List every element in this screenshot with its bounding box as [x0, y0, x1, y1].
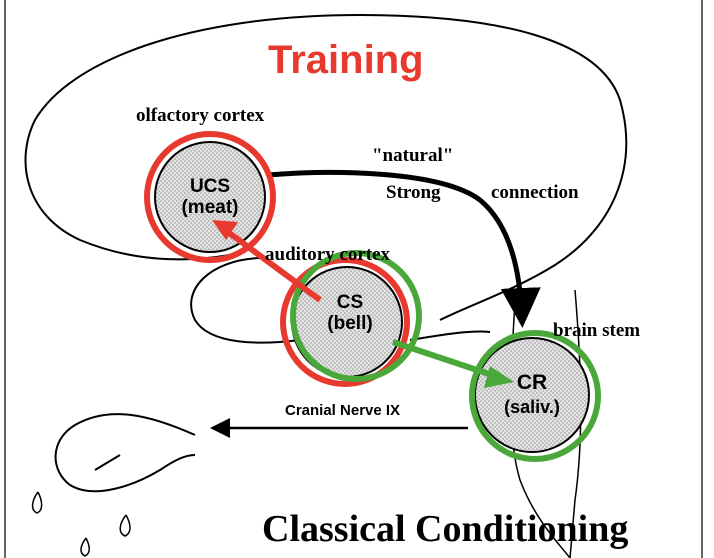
cr-label-line1: CR: [516, 371, 548, 394]
saliva-drop-1: [31, 491, 43, 514]
olfactory-cortex-label: olfactory cortex: [136, 105, 265, 126]
temporal-lobe-outline: [190, 257, 301, 344]
footer-title: Classical Conditioning: [262, 508, 629, 550]
ucs-node-label: UCS (meat): [160, 176, 260, 218]
ucs-label-line2: (meat): [181, 197, 239, 218]
cs-label-line1: CS: [336, 292, 364, 313]
saliva-drop-3: [80, 537, 90, 557]
cs-green-ring: [290, 250, 422, 382]
cr-green-ring: [469, 330, 601, 462]
tongue-line: [94, 454, 121, 471]
cs-node-label: CS (bell): [300, 292, 400, 334]
cr-label-line2: (saliv.): [504, 397, 560, 417]
temporal-lobe-inner: [409, 330, 491, 341]
brain-stem-label: brain stem: [553, 320, 641, 341]
tongue-outline: [54, 413, 196, 493]
cs-to-cr-arrowhead: [484, 366, 514, 388]
saliva-drop-2: [119, 514, 131, 537]
natural-label: "natural": [372, 145, 454, 166]
ucs-node-circle: [154, 141, 266, 253]
cranial-nerve-label: Cranial Nerve IX: [285, 402, 401, 419]
auditory-cortex-label: auditory cortex: [265, 244, 391, 265]
cs-to-ucs-arrowhead: [212, 220, 238, 240]
strong-connection-arrow: [267, 170, 541, 328]
cs-to-cr-arrow-shaft: [392, 339, 496, 379]
ucs-label-line1: UCS: [189, 176, 231, 197]
diagram-title: Training: [268, 38, 424, 82]
connection-label: connection: [491, 182, 579, 203]
cs-label-line2: (bell): [327, 313, 373, 334]
strong-label: Strong: [386, 182, 441, 203]
cs-to-ucs-arrow-shaft: [226, 229, 322, 303]
cs-red-ring: [280, 257, 410, 387]
cr-node-label: CR (saliv.): [482, 370, 582, 420]
ucs-red-ring: [144, 131, 276, 263]
